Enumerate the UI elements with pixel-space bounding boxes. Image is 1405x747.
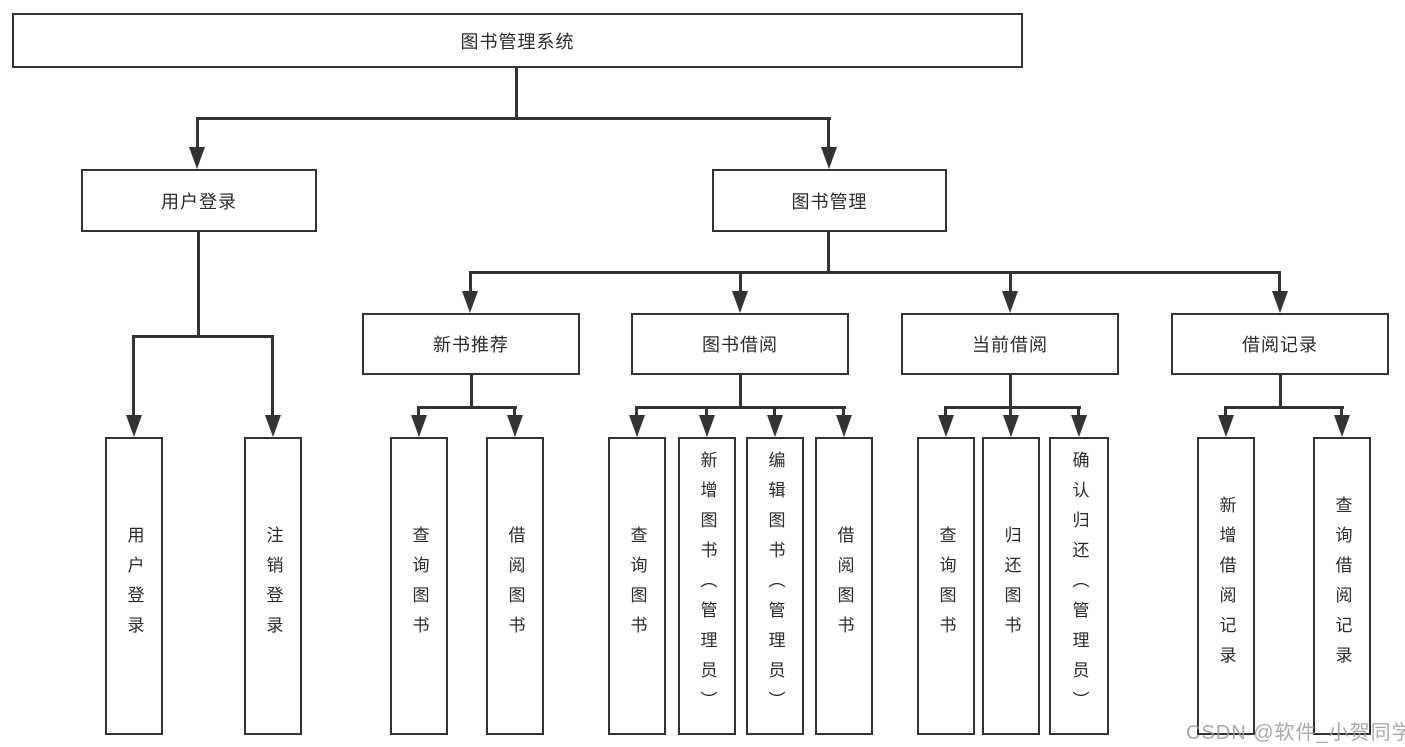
connector-drop [1077, 406, 1080, 417]
node-query-book-1: 查询图书 [390, 437, 448, 735]
connector-drop [739, 271, 742, 293]
arrowhead-down [1002, 291, 1018, 313]
arrowhead-down [1003, 415, 1019, 437]
node-return-book: 归还图书 [982, 437, 1040, 735]
node-label: 借阅图书 [505, 526, 525, 646]
arrowhead-down [411, 415, 427, 437]
node-confirm-return-admin: 确认归还（管理员） [1049, 437, 1109, 735]
node-current-borrow: 当前借阅 [901, 313, 1119, 375]
arrowhead-down [836, 415, 852, 437]
node-logout-leaf: 注销登录 [244, 437, 302, 735]
connector-bar [636, 406, 846, 409]
connector-drop [469, 271, 472, 293]
connector-drop [842, 406, 845, 417]
arrowhead-down [1334, 415, 1350, 437]
node-new-book-recommend: 新书推荐 [362, 313, 580, 375]
watermark: CSDN @软件_小贺同学 [1186, 722, 1405, 744]
node-label: 查询借阅记录 [1332, 496, 1352, 676]
connector-stem [739, 375, 742, 408]
node-add-borrow-record: 新增借阅记录 [1197, 437, 1255, 735]
node-label: 新增借阅记录 [1216, 496, 1236, 676]
connector-stem [470, 375, 473, 408]
node-label: 图书借阅 [702, 335, 778, 355]
node-label: 借阅图书 [834, 526, 854, 646]
connector-drop [417, 406, 420, 417]
node-query-book-2: 查询图书 [608, 437, 666, 735]
node-add-book-admin: 新增图书（管理员） [678, 437, 736, 735]
arrowhead-down [507, 415, 523, 437]
arrowhead-down [821, 147, 837, 169]
connector-bar [945, 406, 1081, 409]
connector-drop [635, 406, 638, 417]
connector-drop [944, 406, 947, 417]
node-label: 用户登录 [161, 191, 237, 212]
arrowhead-down [1272, 291, 1288, 313]
node-label: 查询图书 [627, 526, 647, 646]
node-label: 注销登录 [263, 526, 283, 646]
connector-drop [827, 117, 830, 150]
arrowhead-down [462, 291, 478, 313]
node-query-book-3: 查询图书 [917, 437, 975, 735]
connector-root-stem [515, 68, 518, 117]
connector-bar [470, 271, 1281, 274]
node-root-label: 图书管理系统 [460, 31, 575, 52]
node-label: 借阅记录 [1242, 335, 1318, 355]
connector-drop [1278, 271, 1281, 293]
node-book-borrow: 图书借阅 [631, 313, 849, 375]
node-label: 确认归还（管理员） [1069, 451, 1089, 721]
connector-stem [1279, 375, 1282, 408]
connector-drop [132, 335, 135, 416]
arrowhead-down [767, 415, 783, 437]
connector-drop [705, 406, 708, 417]
node-user-login-leaf: 用户登录 [105, 437, 163, 735]
node-label: 当前借阅 [972, 335, 1048, 355]
arrowhead-down [126, 415, 142, 437]
connector-drop [513, 406, 516, 417]
connector-drop [1224, 406, 1227, 417]
node-label: 用户登录 [124, 526, 144, 646]
node-borrow-book-1: 借阅图书 [486, 437, 544, 735]
arrowhead-down [629, 415, 645, 437]
node-label: 查询图书 [409, 526, 429, 646]
connector-bar [133, 335, 274, 338]
connector-drop [773, 406, 776, 417]
node-label: 归还图书 [1001, 526, 1021, 646]
connector-stem [197, 232, 200, 337]
connector-drop [1340, 406, 1343, 417]
node-label: 新增图书（管理员） [697, 451, 717, 721]
node-borrow-book-2: 借阅图书 [815, 437, 873, 735]
node-label: 图书管理 [791, 191, 868, 212]
arrowhead-down [1218, 415, 1234, 437]
arrowhead-down [1071, 415, 1087, 437]
connector-stem [827, 232, 830, 273]
connector-bar [418, 406, 517, 409]
node-query-borrow-record: 查询借阅记录 [1313, 437, 1371, 735]
arrowhead-down [732, 291, 748, 313]
connector-stem [1009, 375, 1012, 408]
node-label: 新书推荐 [433, 335, 509, 355]
node-borrow-records: 借阅记录 [1171, 313, 1389, 375]
node-user-login-branch: 用户登录 [81, 169, 317, 232]
arrowhead-down [938, 415, 954, 437]
node-edit-book-admin: 编辑图书（管理员） [746, 437, 804, 735]
arrowhead-down [265, 415, 281, 437]
connector-drop [1009, 406, 1012, 417]
arrowhead-down [699, 415, 715, 437]
arrowhead-down [189, 147, 205, 169]
connector-bar [1225, 406, 1344, 409]
node-label: 查询图书 [936, 526, 956, 646]
node-label: 编辑图书（管理员） [765, 451, 785, 721]
node-book-management: 图书管理 [712, 169, 947, 232]
node-root: 图书管理系统 [12, 13, 1023, 68]
connector-drop [271, 335, 274, 416]
connector-root-bar [197, 117, 831, 120]
connector-drop [196, 117, 199, 150]
connector-drop [1009, 271, 1012, 293]
